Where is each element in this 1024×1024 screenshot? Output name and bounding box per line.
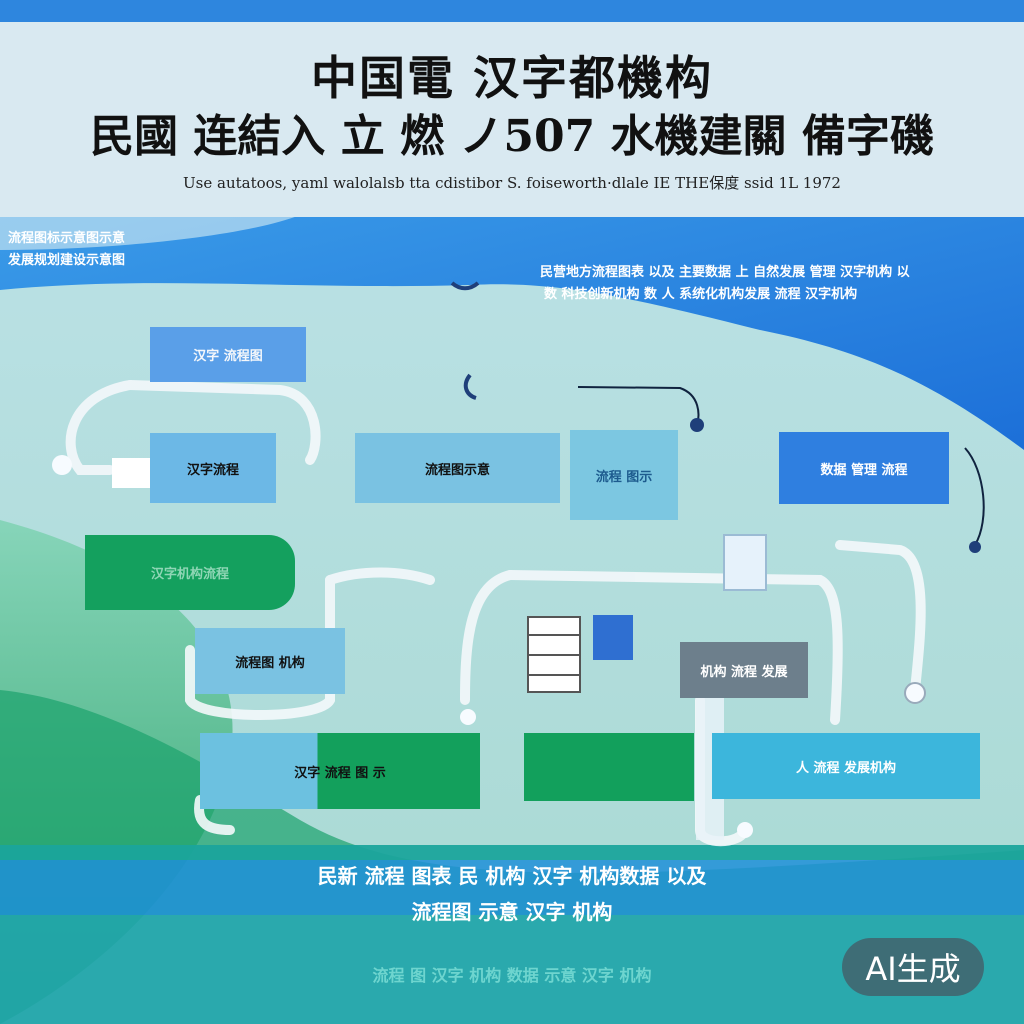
header-panel xyxy=(0,22,1024,217)
side-note-left: 流程图标示意图示意 发展规划建设示意图 xyxy=(8,228,125,272)
flow-box-label: 汉字机构流程 xyxy=(150,567,229,582)
flow-box: 流程图 机构 xyxy=(195,628,345,694)
flow-box: 汉字 流程图 xyxy=(150,327,306,382)
flow-box-label: 汉字流程 xyxy=(186,462,239,478)
band-text-line2: 流程图 示意 汉字 机构 xyxy=(411,900,613,924)
flow-box-label: 流程图 机构 xyxy=(235,655,305,671)
flow-box: 汉字 流程 图 示 xyxy=(200,733,480,809)
side-note-left-line: 发展规划建设示意图 xyxy=(8,253,126,268)
band-text-bottom: 流程 图 汉字 机构 数据 示意 汉字 机构 xyxy=(372,966,652,985)
page-title-line2: 民國 连結入 立 燃 ノ507 水機建關 備字磯 xyxy=(90,111,934,162)
page-title: 中国電 汉字都機构 xyxy=(310,51,713,105)
flow-box xyxy=(524,733,694,801)
flow-box-label: 汉字 流程 图 示 xyxy=(294,765,386,781)
flow-box-label: 数据 管理 流程 xyxy=(820,462,908,478)
flow-box: 流程图示意 xyxy=(355,433,560,503)
flow-box: 人 流程 发展机构 xyxy=(712,733,980,799)
ai-generated-badge: AI生成 xyxy=(842,938,984,996)
flow-box-label: 人 流程 发展机构 xyxy=(795,760,897,776)
side-note-right-line: 民营地方流程图表 以及 主要数据 上 自然发展 管理 汉字机构 以 xyxy=(540,265,910,280)
flow-box: 流程 图示 xyxy=(570,430,678,520)
flow-box: 机构 流程 发展 xyxy=(680,642,808,698)
flow-box-label: 流程图示意 xyxy=(424,462,490,478)
side-note-right: 民营地方流程图表 以及 主要数据 上 自然发展 管理 汉字机构 以 数 科技创新… xyxy=(540,262,910,306)
flow-box: 汉字流程 xyxy=(150,433,276,503)
band-text-line1: 民新 流程 图表 民 机构 汉字 机构数据 以及 xyxy=(317,864,707,888)
flow-box-label: 机构 流程 发展 xyxy=(700,664,788,680)
flow-box-label: 汉字 流程图 xyxy=(193,349,263,364)
side-note-right-line: 数 科技创新机构 数 人 系统化机构发展 流程 汉字机构 xyxy=(544,287,858,302)
flow-box: 汉字机构流程 xyxy=(85,535,295,610)
side-note-left-line: 流程图标示意图示意 xyxy=(8,231,126,246)
flow-box: 数据 管理 流程 xyxy=(779,432,949,504)
flow-box-label: 流程 图示 xyxy=(595,469,653,485)
page-subtitle: Use autatoos, yaml walolalsb tta cdistib… xyxy=(183,174,841,192)
